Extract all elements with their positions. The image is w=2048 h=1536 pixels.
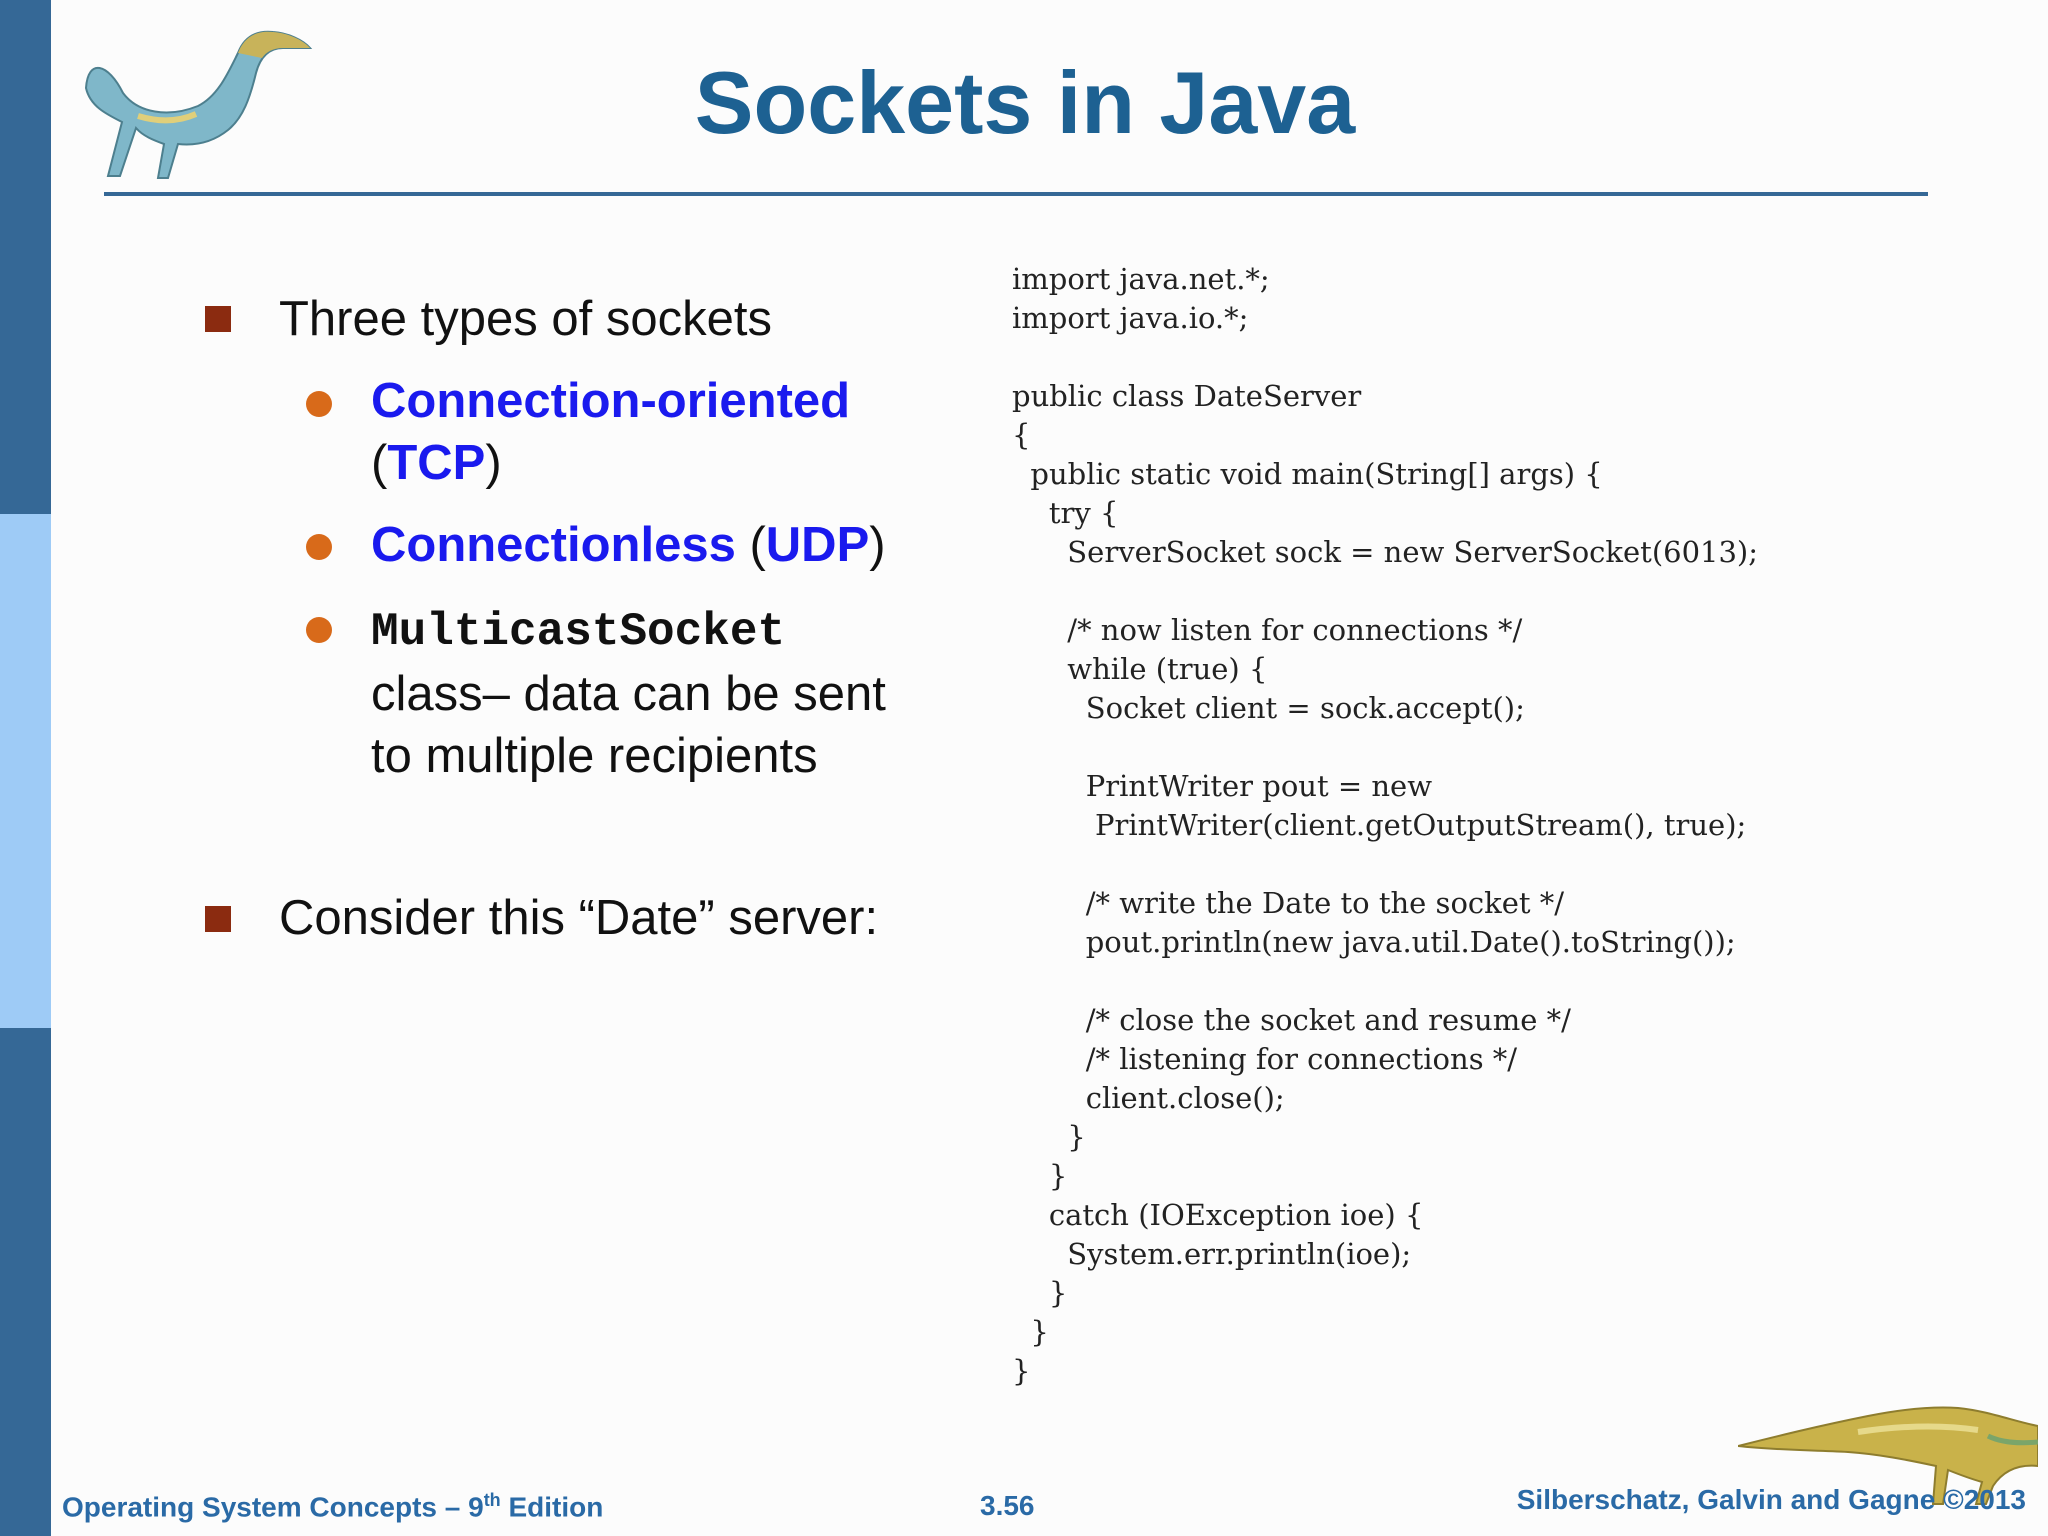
code-line: PrintWriter(client.getOutputStream(), tr… (1012, 808, 1747, 842)
code-line (1012, 338, 1758, 377)
code-line: while (true) { (1012, 652, 1268, 686)
sub-bullet-dot-icon (306, 534, 332, 560)
code-line: } (1012, 1159, 1068, 1193)
code-line: /* close the socket and resume */ (1012, 1003, 1571, 1037)
code-line: } (1012, 1354, 1031, 1388)
footer-superscript: th (483, 1490, 501, 1510)
dinosaur-corner-icon (1738, 1406, 2038, 1505)
code-line: ServerSocket sock = new ServerSocket(601… (1012, 535, 1759, 569)
sidebar-band-middle (0, 514, 51, 1028)
sidebar-band-bottom (0, 1028, 51, 1536)
paren-close: ) (869, 518, 886, 572)
code-line: try { (1012, 496, 1119, 530)
code-line: /* write the Date to the socket */ (1012, 886, 1565, 920)
code-line: } (1012, 1120, 1086, 1154)
code-line: { (1012, 418, 1031, 452)
sub-bullet-dot-icon (306, 391, 332, 417)
slide-number: 3.56 (980, 1490, 1035, 1521)
code-line: System.err.println(ioe); (1012, 1237, 1412, 1271)
paren-open: ( (371, 436, 388, 490)
sidebar-band-top (0, 0, 51, 514)
sub-bullet-keyword: Connection-oriented (371, 374, 851, 428)
code-line: } (1012, 1276, 1068, 1310)
sub-bullet-udp: Connectionless (UDP) (371, 514, 886, 576)
code-line (1012, 962, 1758, 1001)
footer-book-title-text: Operating System Concepts – 9 (62, 1491, 484, 1523)
dinosaur-logo-icon (84, 30, 313, 179)
sub-bullet-dot-icon (306, 617, 332, 643)
code-line: } (1012, 1315, 1049, 1349)
sub-bullet-keyword: Connectionless (371, 518, 736, 572)
sub-bullet-line: to multiple recipients (371, 729, 818, 783)
paren-open: ( (735, 518, 766, 572)
code-line: client.close(); (1012, 1081, 1285, 1115)
code-line: PrintWriter pout = new (1012, 769, 1433, 803)
code-line: /* listening for connections */ (1012, 1042, 1518, 1076)
sub-bullet-multicast: MulticastSocket class– data can be sent … (371, 597, 886, 787)
sub-bullet-line: class– data can be sent (371, 667, 886, 721)
code-line: Socket client = sock.accept(); (1012, 691, 1525, 725)
code-listing: import java.net.*; import java.io.*; publi… (1012, 260, 1758, 1391)
footer-edition-text: Edition (500, 1491, 604, 1523)
code-line: public static void main(String[] args) { (1012, 457, 1603, 491)
code-line: catch (IOException ioe) { (1012, 1198, 1424, 1232)
multicast-class-name: MulticastSocket (371, 606, 786, 658)
sub-bullet-keyword: UDP (765, 518, 870, 572)
code-line: import java.io.*; (1012, 301, 1249, 335)
bullet-text: Three types of sockets (279, 292, 772, 346)
sub-bullet-tcp: Connection-oriented (TCP) (371, 370, 850, 494)
sub-bullet-keyword: TCP (387, 436, 486, 490)
bullet-text: Consider this “Date” server: (279, 891, 879, 945)
bullet-square-icon (205, 306, 231, 332)
footer-book-title: Operating System Concepts – 9th Edition (62, 1490, 603, 1523)
code-line (1012, 728, 1758, 767)
code-line: public class DateServer (1012, 379, 1362, 413)
code-line: pout.println(new java.util.Date().toStri… (1012, 925, 1736, 959)
code-line: import java.net.*; (1012, 262, 1270, 296)
code-line (1012, 845, 1758, 884)
title-divider (104, 192, 1928, 196)
code-line: /* now listen for connections */ (1012, 613, 1523, 647)
bullet-square-icon (205, 906, 231, 932)
slide-title: Sockets in Java (694, 53, 1356, 152)
paren-close: ) (485, 436, 502, 490)
code-line (1012, 572, 1758, 611)
footer-authors: Silberschatz, Galvin and Gagne ©2013 (1516, 1484, 2026, 1515)
